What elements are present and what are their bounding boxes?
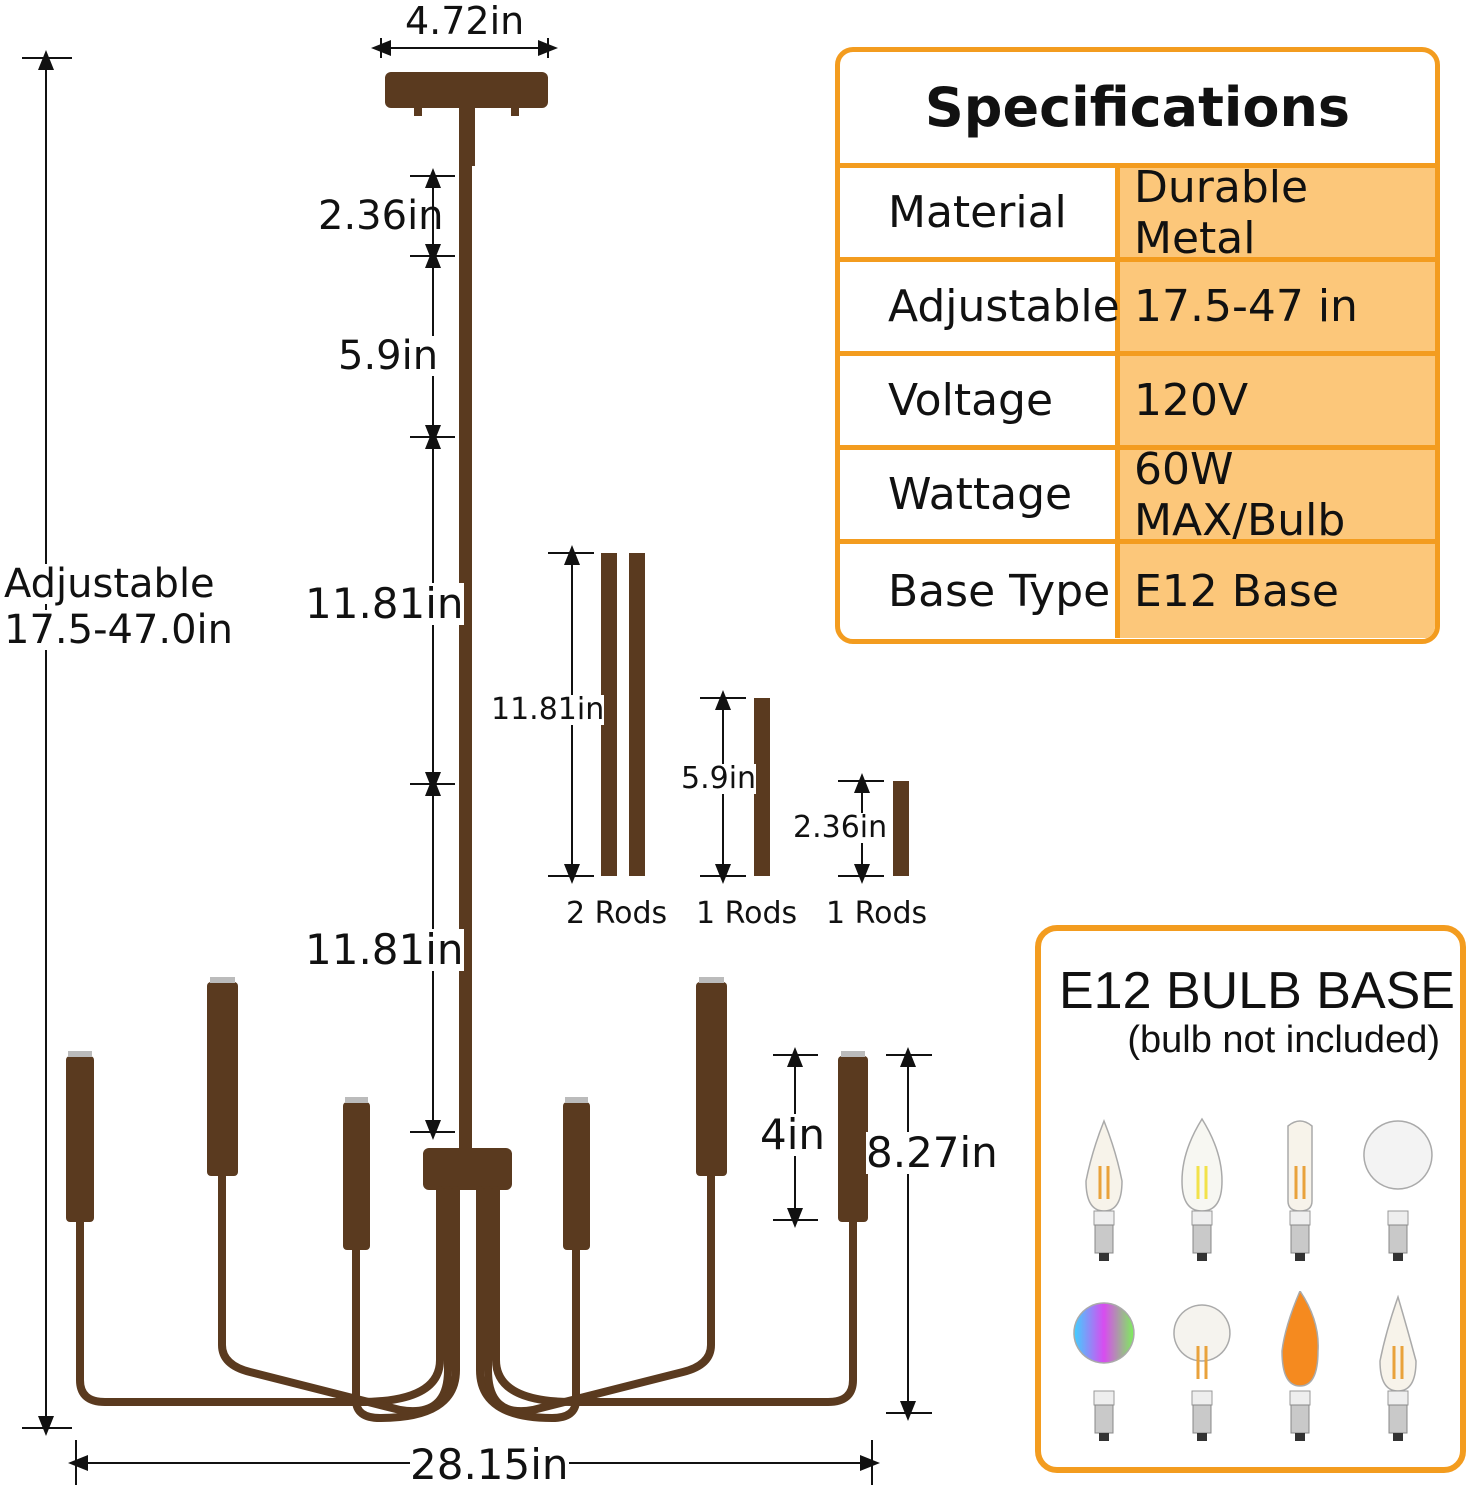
candle-height-label: 4in [760, 1110, 826, 1159]
segment-2-label: 5.9in [338, 333, 439, 379]
bulb-panel-subtitle: (bulb not included) [1127, 1019, 1440, 1061]
spec-key: Adjustable [840, 262, 1120, 351]
bent-tip-filament-bulb-icon [1379, 1294, 1417, 1441]
canopy-width-label: 4.72in [405, 0, 525, 43]
spec-key: Material [840, 168, 1120, 257]
spec-value: 60W MAX/Bulb [1120, 444, 1435, 546]
rod-count-label: 2 Rods [566, 896, 668, 931]
flicker-flame-bulb-icon [1281, 1291, 1319, 1441]
globe-led-bulb-icon [1363, 1120, 1433, 1261]
candle-sleeves [66, 982, 868, 1250]
rod [893, 781, 909, 876]
bulb-panel: E12 BULB BASE (bulb not included) [1035, 925, 1466, 1473]
rod [629, 553, 645, 876]
segment-3-label: 11.81in [305, 579, 464, 628]
spec-key: Voltage [840, 356, 1120, 445]
specifications-title: Specifications [840, 52, 1435, 168]
spec-value: 17.5-47 in [1120, 262, 1435, 351]
canopy [385, 72, 548, 108]
hub [423, 1148, 512, 1190]
spec-key: Base Type [840, 544, 1120, 638]
spec-value: 120V [1120, 356, 1435, 445]
rod-count-label: 1 Rods [696, 896, 798, 931]
globe-filament-bulb-icon [1173, 1304, 1231, 1441]
spec-value: E12 Base [1120, 544, 1435, 638]
main-rod [459, 165, 472, 1155]
bulb-panel-title: E12 BULB BASE [1059, 962, 1455, 1020]
total-width-label: 28.15in [410, 1440, 569, 1489]
spec-key: Wattage [840, 450, 1120, 539]
rod-length-label: 2.36in [793, 810, 888, 845]
rod [754, 698, 770, 876]
adjustable-range-label: 17.5-47.0in [4, 607, 234, 653]
spec-value: Durable Metal [1120, 162, 1435, 264]
rod-length-label: 11.81in [491, 692, 605, 727]
rgb-bulb-icon [1073, 1302, 1135, 1441]
rod-length-label: 5.9in [681, 761, 757, 796]
rod [601, 553, 617, 876]
segment-arrows [410, 168, 455, 1140]
flame-tip-filament-bulb-icon [1085, 1118, 1123, 1261]
arm-height-label: 8.27in [866, 1128, 998, 1177]
candle-filament-bulb-icon [1181, 1117, 1223, 1261]
tubular-filament-bulb-icon [1287, 1120, 1313, 1261]
segment-1-label: 2.36in [318, 193, 444, 239]
bulb-grid [1055, 1101, 1447, 1461]
chandelier-arms [76, 1172, 857, 1423]
rod-count-label: 1 Rods [826, 896, 928, 931]
adjustable-label: Adjustable [4, 561, 215, 607]
segment-4-label: 11.81in [305, 925, 464, 974]
